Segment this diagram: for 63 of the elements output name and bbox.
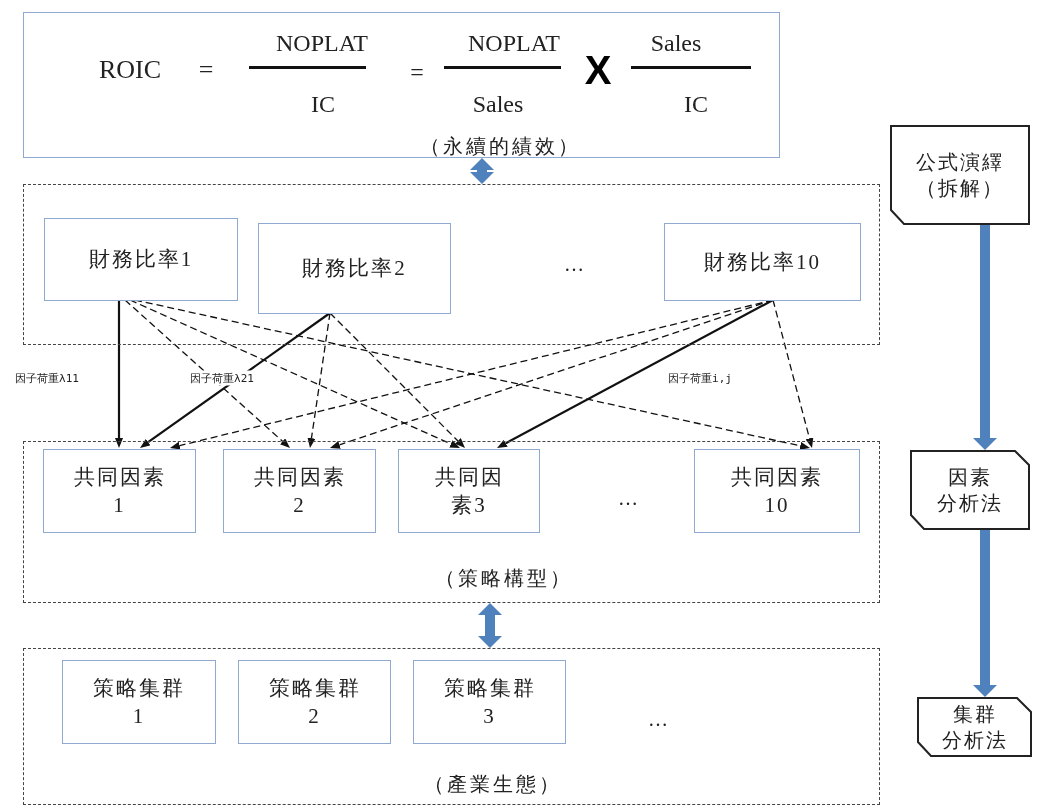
box-label: 共同因素2 bbox=[252, 463, 347, 519]
formula-text: ROIC bbox=[98, 54, 162, 86]
box-label: 財務比率1 bbox=[88, 246, 194, 274]
formula-text: IC bbox=[684, 89, 708, 119]
tag-label: 分析法 bbox=[941, 728, 1008, 753]
arrow bbox=[497, 299, 774, 448]
box-label: （永續的績效） bbox=[419, 134, 581, 158]
formula-text: IC bbox=[311, 89, 335, 119]
arrow bbox=[140, 312, 331, 448]
edge-label: 因子荷重λ11 bbox=[14, 370, 80, 386]
box-label: 財務比率10 bbox=[704, 248, 821, 276]
process-box bbox=[44, 218, 238, 301]
tag-label: 因素 bbox=[948, 465, 992, 490]
dashed-band bbox=[23, 441, 880, 603]
ellipsis: … bbox=[648, 707, 668, 731]
double-arrow bbox=[478, 603, 502, 648]
formula-box bbox=[23, 12, 780, 158]
process-box bbox=[62, 660, 216, 744]
method-tag bbox=[917, 697, 1032, 757]
process-box bbox=[694, 449, 860, 533]
dashed-arrow bbox=[329, 312, 465, 448]
box-label: （產業生態） bbox=[424, 772, 562, 796]
ellipsis: … bbox=[618, 486, 638, 510]
dashed-band bbox=[23, 648, 880, 805]
process-box bbox=[398, 449, 540, 533]
block-arrow bbox=[973, 225, 997, 450]
process-box bbox=[413, 660, 566, 744]
box-label: 策略集群3 bbox=[442, 674, 537, 730]
formula-text: NOPLAT bbox=[276, 28, 368, 58]
tag-label: 集群 bbox=[952, 702, 997, 727]
box-label: 共同因素10 bbox=[730, 463, 824, 519]
edge-label: 因子荷重i,j bbox=[667, 370, 733, 386]
dashed-arrow bbox=[307, 312, 331, 448]
block-arrow bbox=[973, 530, 997, 697]
tag-label: （拆解） bbox=[916, 176, 1004, 201]
formula-text: = bbox=[198, 54, 214, 86]
method-tag bbox=[890, 125, 1030, 225]
process-box bbox=[664, 223, 861, 301]
dashed-arrow bbox=[772, 299, 814, 448]
dashed-arrow bbox=[124, 299, 290, 448]
box-label: 策略集群1 bbox=[92, 674, 186, 730]
double-arrow bbox=[470, 158, 494, 184]
ellipsis: … bbox=[564, 252, 584, 276]
process-box bbox=[238, 660, 391, 744]
box-label: 共同因素3 bbox=[434, 463, 504, 519]
process-box bbox=[258, 223, 451, 314]
tag-label: 公式演繹 bbox=[916, 150, 1004, 175]
box-label: 共同因素1 bbox=[72, 463, 167, 519]
method-tag bbox=[910, 450, 1030, 530]
dashed-band bbox=[23, 184, 880, 345]
process-box bbox=[43, 449, 196, 533]
formula-text: NOPLAT bbox=[468, 28, 560, 58]
formula-text: Sales bbox=[472, 89, 524, 119]
formula-text: = bbox=[410, 57, 424, 87]
arrow bbox=[115, 300, 123, 448]
process-box bbox=[223, 449, 376, 533]
box-label: （策略構型） bbox=[435, 566, 573, 590]
box-label: 財務比率2 bbox=[302, 255, 407, 283]
formula-text: Sales bbox=[650, 28, 702, 58]
tag-label: 分析法 bbox=[937, 491, 1003, 516]
edge-label: 因子荷重λ21 bbox=[189, 370, 255, 386]
box-label: 策略集群2 bbox=[267, 674, 362, 730]
times-sign: X bbox=[584, 47, 612, 94]
